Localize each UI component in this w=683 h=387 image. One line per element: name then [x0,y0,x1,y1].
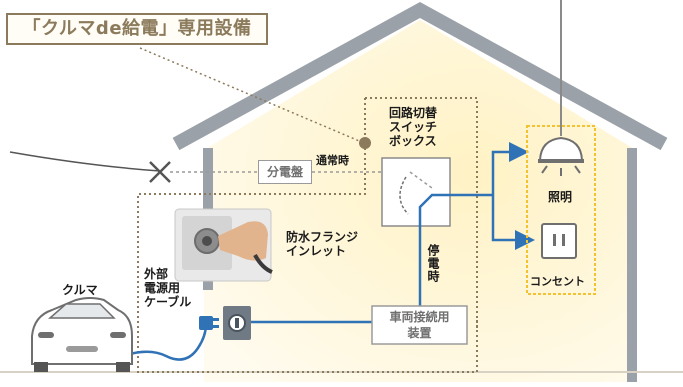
outage-label: 停電時 [426,244,440,283]
disconnect-x2 [149,161,171,183]
vehicle-device-label: 車両接続用 装置 [389,310,450,340]
inlet-photo-port-core [202,236,212,246]
car-windshield [48,303,116,319]
switch-arrow [399,176,409,215]
lamp-ray-3 [574,165,581,174]
lamp-icon [538,136,584,161]
plug-icon [199,316,213,330]
switch-box-label: 回路切替 スイッチ ボックス [389,106,438,148]
car-wheel-right [116,362,130,372]
normal-label: 通常時 [316,154,349,167]
lamp-base [538,159,584,163]
external-cable-label: 外部 電源用 ケーブル [144,267,192,309]
switch-normal-contact [409,171,433,189]
load-highlight [526,125,596,295]
outlet-slot-1 [553,234,556,246]
diagram-title: 「クルマde給電」専用設備 [6,13,268,45]
outlet-slot-2 [562,234,565,246]
distribution-panel: 分電盤 [258,160,312,184]
house-roof [172,2,668,151]
wire-to-outlet [491,195,535,250]
inlet-photo-hand [218,221,268,261]
lamp-ray-2 [541,165,548,174]
external-cable [125,323,208,361]
lighting-label: 照明 [548,190,573,204]
car-grille [66,346,98,352]
utility-line [9,151,161,172]
outlet-icon [541,223,577,259]
vehicle-device-box [371,305,468,345]
wire-to-light [491,142,529,195]
outage-wire [243,193,493,324]
waterproof-inlet-label: 防水フランジ インレット [286,230,359,258]
leader-dot [359,137,371,149]
car-wheel-left [34,362,48,372]
outlet-label: コンセント [530,275,585,288]
title-leader [139,47,365,144]
equipment-outline [137,97,478,373]
inlet-socket-slot [235,318,239,328]
switch-box [381,157,451,227]
car-headlight-left [38,332,54,338]
plug-pin-1 [213,318,219,321]
plug-pin-2 [213,325,219,328]
car-label: クルマ [62,283,98,297]
inlet-photo-cable [253,254,273,274]
car-headlight-right [110,332,126,338]
